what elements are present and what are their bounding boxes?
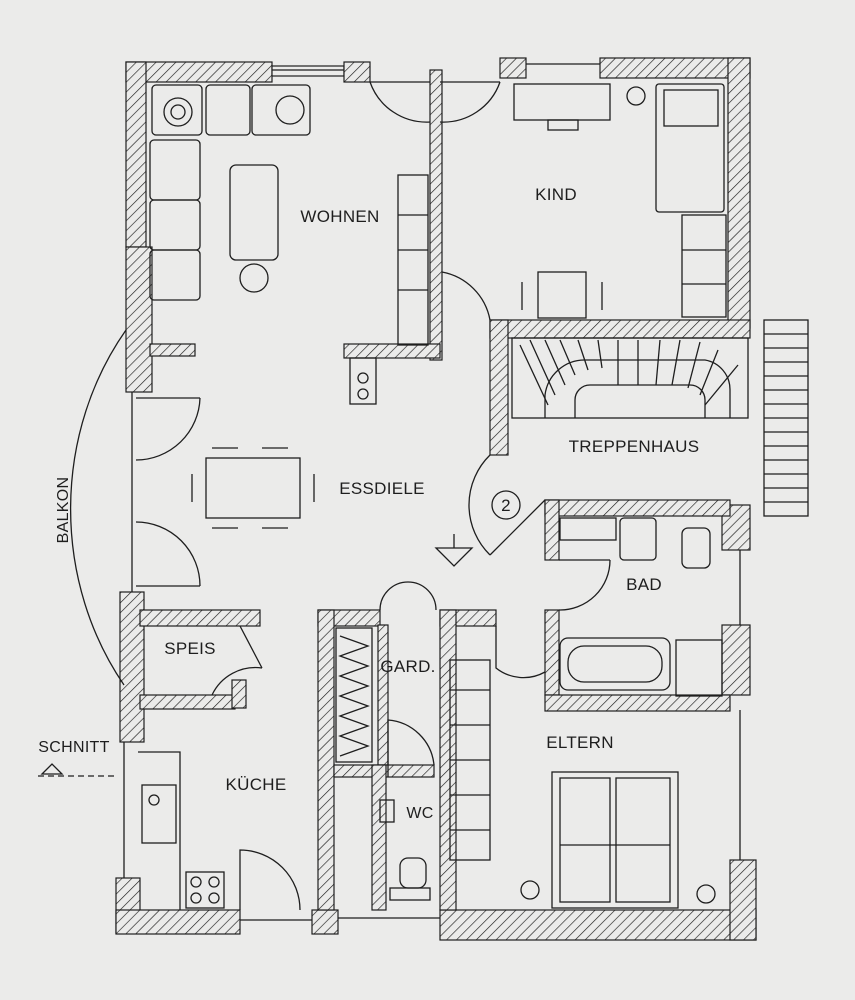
room-label-wc: WC [406,805,433,822]
room-label-treppenhaus: TREPPENHAUS [569,437,700,456]
room-label-essdiele: ESSDIELE [339,479,425,498]
walls [115,57,757,941]
plan-details [38,63,809,921]
balkon-label: BALKON [55,477,72,544]
stair-marker-circle [491,490,521,520]
room-label-eltern: ELTERN [546,733,614,752]
room-label-kind: KIND [535,185,577,204]
schnitt-label: SCHNITT [38,739,109,756]
stair-marker-number: 2 [501,496,511,515]
room-labels: WOHNEN KIND TREPPENHAUS ESSDIELE BAD SPE… [38,185,699,822]
room-label-speis: SPEIS [164,639,216,658]
room-label-gard: GARD. [380,657,435,676]
room-label-wohnen: WOHNEN [300,207,379,226]
room-label-kueche: KÜCHE [225,775,286,794]
room-label-bad: BAD [626,575,662,594]
